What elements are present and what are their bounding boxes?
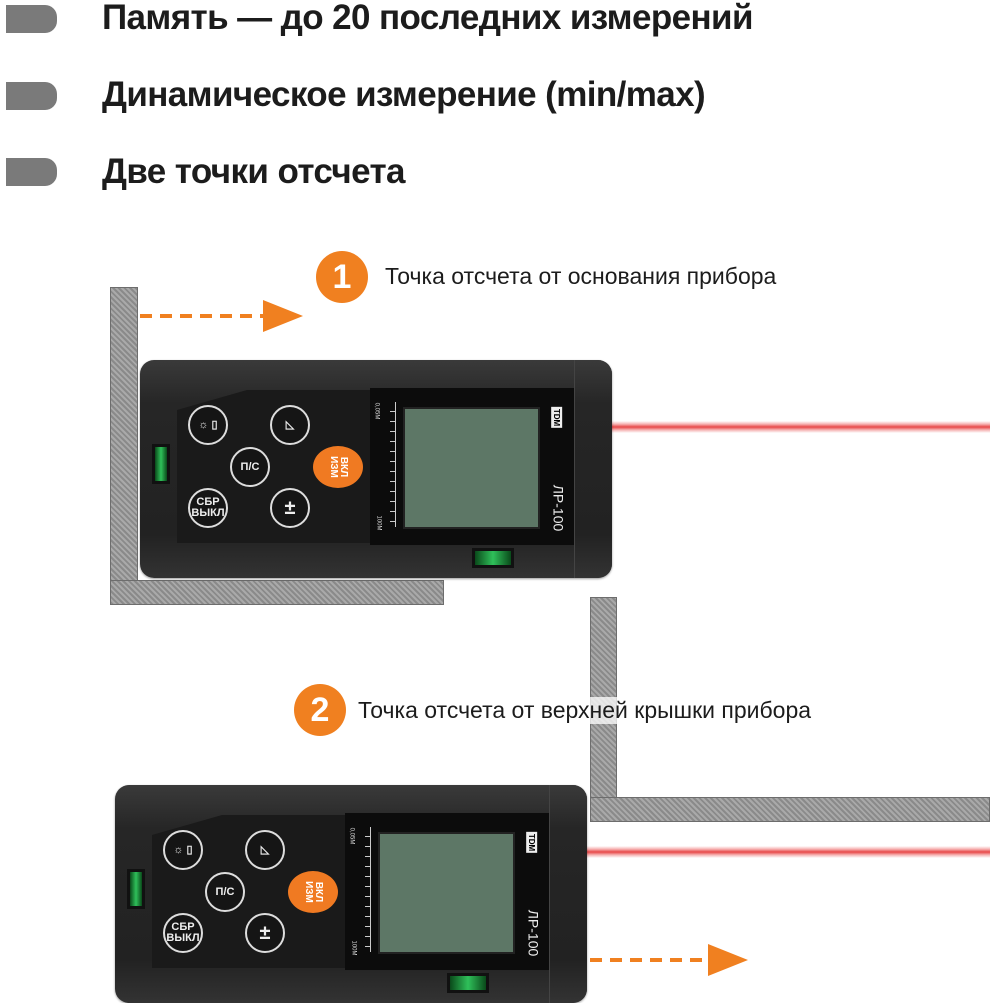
clear-off-button[interactable]: СБР ВЫКЛ bbox=[163, 913, 203, 953]
measure-button[interactable]: ВКЛ ИЗМ bbox=[288, 871, 338, 913]
scale-min-label: 0,05M bbox=[348, 827, 355, 845]
bubble-level-bottom bbox=[472, 548, 514, 568]
scale-max-label: 100M bbox=[350, 940, 357, 956]
mode-button[interactable]: П/С bbox=[205, 872, 245, 912]
range-scale bbox=[390, 402, 396, 527]
light-button[interactable]: ☼ ▯ bbox=[163, 830, 203, 870]
scale-max-label: 100M bbox=[375, 515, 382, 531]
bubble-level-side bbox=[152, 444, 170, 484]
mode-2-badge: 2 bbox=[294, 684, 346, 736]
device-end-cap bbox=[574, 360, 612, 578]
light-button[interactable]: ☼ ▯ bbox=[188, 405, 228, 445]
mode-1-badge: 1 bbox=[316, 251, 368, 303]
bullet-marker bbox=[6, 158, 57, 186]
laser-rangefinder-1: ☼ ▯ ◺ П/С ВКЛ ИЗМ СБР ВЫКЛ ± 0,05M 100M … bbox=[140, 360, 612, 578]
range-scale bbox=[365, 827, 371, 952]
bubble-level-side bbox=[127, 869, 145, 909]
laser-rangefinder-2: ☼ ▯ ◺ П/С ВКЛ ИЗМ СБР ВЫКЛ ± 0,05M 100M … bbox=[115, 785, 587, 1003]
laser-beam-1 bbox=[610, 421, 990, 433]
laser-beam-2 bbox=[584, 846, 990, 858]
bubble-level-bottom bbox=[447, 973, 489, 993]
device-end-cap bbox=[549, 785, 587, 1003]
brand-logo: TDM bbox=[526, 831, 538, 854]
feature-dynamic: Динамическое измерение (min/max) bbox=[102, 75, 706, 114]
plus-minus-button[interactable]: ± bbox=[245, 913, 285, 953]
feature-two-points: Две точки отсчета bbox=[102, 152, 406, 191]
lcd-screen bbox=[403, 407, 540, 529]
mode-1-caption: Точка отсчета от основания прибора bbox=[385, 263, 777, 290]
plus-minus-button[interactable]: ± bbox=[270, 488, 310, 528]
brand-logo: TDM bbox=[551, 406, 563, 429]
measure-button[interactable]: ВКЛ ИЗМ bbox=[313, 446, 363, 488]
arrow-head-icon bbox=[263, 300, 303, 332]
mode-2-caption: Точка отсчета от верхней крышки прибора bbox=[358, 697, 812, 724]
model-label: ЛР-100 bbox=[525, 909, 542, 957]
mode-button[interactable]: П/С bbox=[230, 447, 270, 487]
wall-1-vertical bbox=[110, 287, 138, 605]
reference-arrow-1 bbox=[140, 300, 303, 332]
bullet-marker bbox=[6, 82, 57, 110]
bullet-marker bbox=[6, 5, 57, 33]
area-button[interactable]: ◺ bbox=[270, 405, 310, 445]
arrow-head-icon bbox=[708, 944, 748, 976]
lcd-screen bbox=[378, 832, 515, 954]
feature-memory: Память — до 20 последних измерений bbox=[102, 0, 753, 37]
clear-off-button[interactable]: СБР ВЫКЛ bbox=[188, 488, 228, 528]
wall-2-floor bbox=[590, 797, 990, 822]
reference-arrow-2 bbox=[590, 944, 748, 976]
area-button[interactable]: ◺ bbox=[245, 830, 285, 870]
wall-1-floor bbox=[110, 580, 444, 605]
scale-min-label: 0,05M bbox=[373, 402, 380, 420]
model-label: ЛР-100 bbox=[550, 484, 567, 532]
